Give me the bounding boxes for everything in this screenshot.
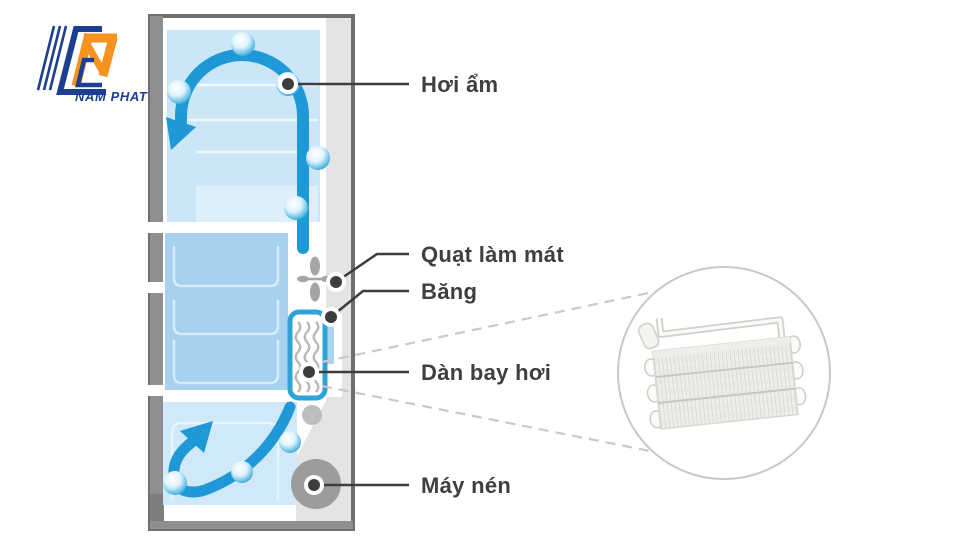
label-compressor: Máy nén xyxy=(421,473,511,498)
freezer-drawers xyxy=(165,233,288,390)
label-moisture: Hơi ẩm xyxy=(421,72,498,97)
logo-stripes xyxy=(36,25,68,91)
magnifier-dashes xyxy=(321,286,673,454)
label-evaporator: Dàn bay hơi xyxy=(421,360,551,385)
nam-phat-logo: NAM PHAT xyxy=(36,25,148,104)
door-strip xyxy=(150,16,163,529)
logo-bracket-inner xyxy=(75,57,102,88)
fan-icon xyxy=(297,256,333,302)
callout-lines xyxy=(294,82,409,487)
moisture-bubbles xyxy=(163,32,330,495)
label-ice: Băng xyxy=(421,279,477,304)
defrost-heater xyxy=(302,405,322,425)
logo-brand-text: NAM PHAT xyxy=(75,89,148,104)
callout-dots xyxy=(278,74,346,495)
logo-bracket-outer xyxy=(56,26,106,95)
label-cooling-fan: Quạt làm mát xyxy=(421,242,564,267)
magnifier-circle xyxy=(617,266,831,480)
airflow-arrow-bottom xyxy=(168,401,296,498)
evaporator-closeup xyxy=(637,316,807,430)
